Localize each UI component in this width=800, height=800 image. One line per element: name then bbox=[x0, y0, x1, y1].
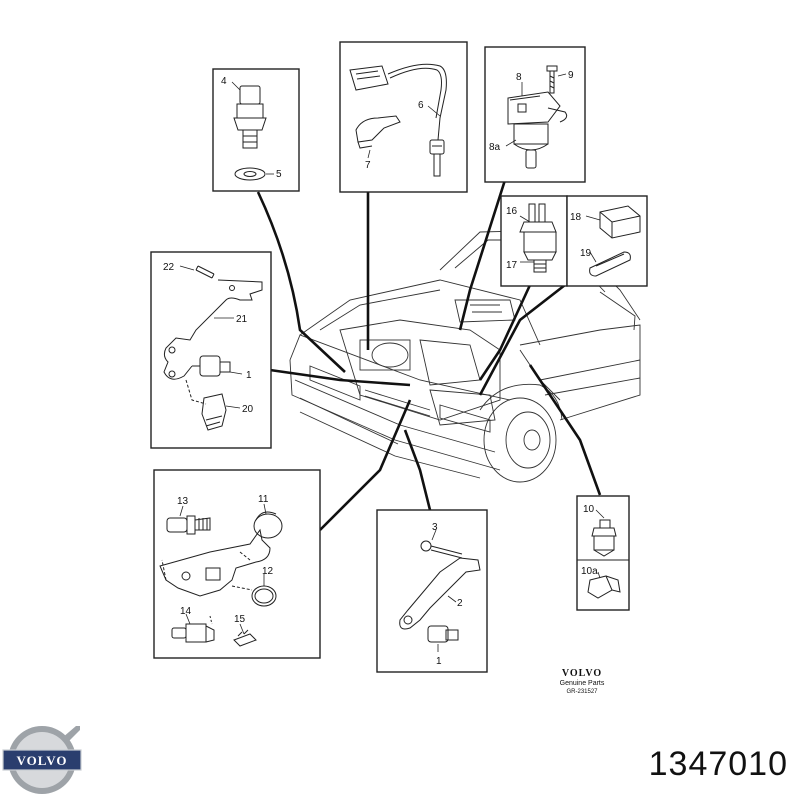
box-part-16-17: 16 17 bbox=[500, 195, 568, 287]
callout-label: 7 bbox=[365, 160, 371, 171]
callout-label: 22 bbox=[163, 262, 175, 273]
callout-label: 21 bbox=[236, 314, 248, 325]
callout-label: 8a bbox=[489, 142, 501, 153]
volvo-logo: VOLVO bbox=[2, 726, 82, 794]
callout-label: 11 bbox=[258, 494, 269, 505]
logo-text: VOLVO bbox=[17, 753, 68, 768]
callout-label: 5 bbox=[276, 169, 282, 180]
brand-ref: GR-231527 bbox=[566, 689, 598, 695]
callout-label: 20 bbox=[242, 404, 254, 415]
brand-name: VOLVO bbox=[561, 668, 603, 679]
callout-label: 10 bbox=[583, 504, 595, 515]
callout-label: 13 bbox=[177, 496, 189, 507]
box-part-6-7: 6 7 bbox=[339, 41, 468, 193]
callout-label: 12 bbox=[262, 566, 274, 577]
box-part-4-5: 4 5 bbox=[212, 68, 300, 192]
callout-label: 1 bbox=[436, 656, 442, 667]
genuine-parts-mark: VOLVO Genuine Parts GR-231527 bbox=[552, 668, 612, 696]
box-connectors bbox=[256, 179, 602, 531]
callout-label: 10a bbox=[581, 566, 598, 577]
part-number: 1347010 bbox=[648, 745, 788, 783]
callout-label: 8 bbox=[516, 72, 522, 83]
callout-label: 19 bbox=[580, 248, 592, 259]
callout-label: 2 bbox=[457, 598, 463, 609]
callout-label: 18 bbox=[570, 212, 582, 223]
callout-label: 3 bbox=[432, 522, 438, 533]
callout-label: 4 bbox=[221, 76, 227, 87]
callout-label: 6 bbox=[418, 100, 424, 111]
box-part-8-9: 8 9 8a bbox=[484, 46, 586, 183]
box-part-18-19: 18 19 bbox=[566, 195, 648, 287]
box-part-13-11-12-14-15: 13 11 12 14 15 bbox=[153, 469, 321, 659]
callout-label: 17 bbox=[506, 260, 518, 271]
box-part-22-21-1-20: 22 21 1 20 bbox=[150, 251, 272, 449]
brand-subtitle: Genuine Parts bbox=[559, 680, 605, 687]
box-part-10-10a: 10 10a bbox=[576, 495, 630, 611]
callout-label: 14 bbox=[180, 606, 192, 617]
callout-label: 16 bbox=[506, 206, 518, 217]
callout-label: 1 bbox=[246, 370, 252, 381]
callout-label: 15 bbox=[234, 614, 246, 625]
box-part-3-2-1: 3 2 1 bbox=[376, 509, 488, 673]
callout-label: 9 bbox=[568, 70, 574, 81]
